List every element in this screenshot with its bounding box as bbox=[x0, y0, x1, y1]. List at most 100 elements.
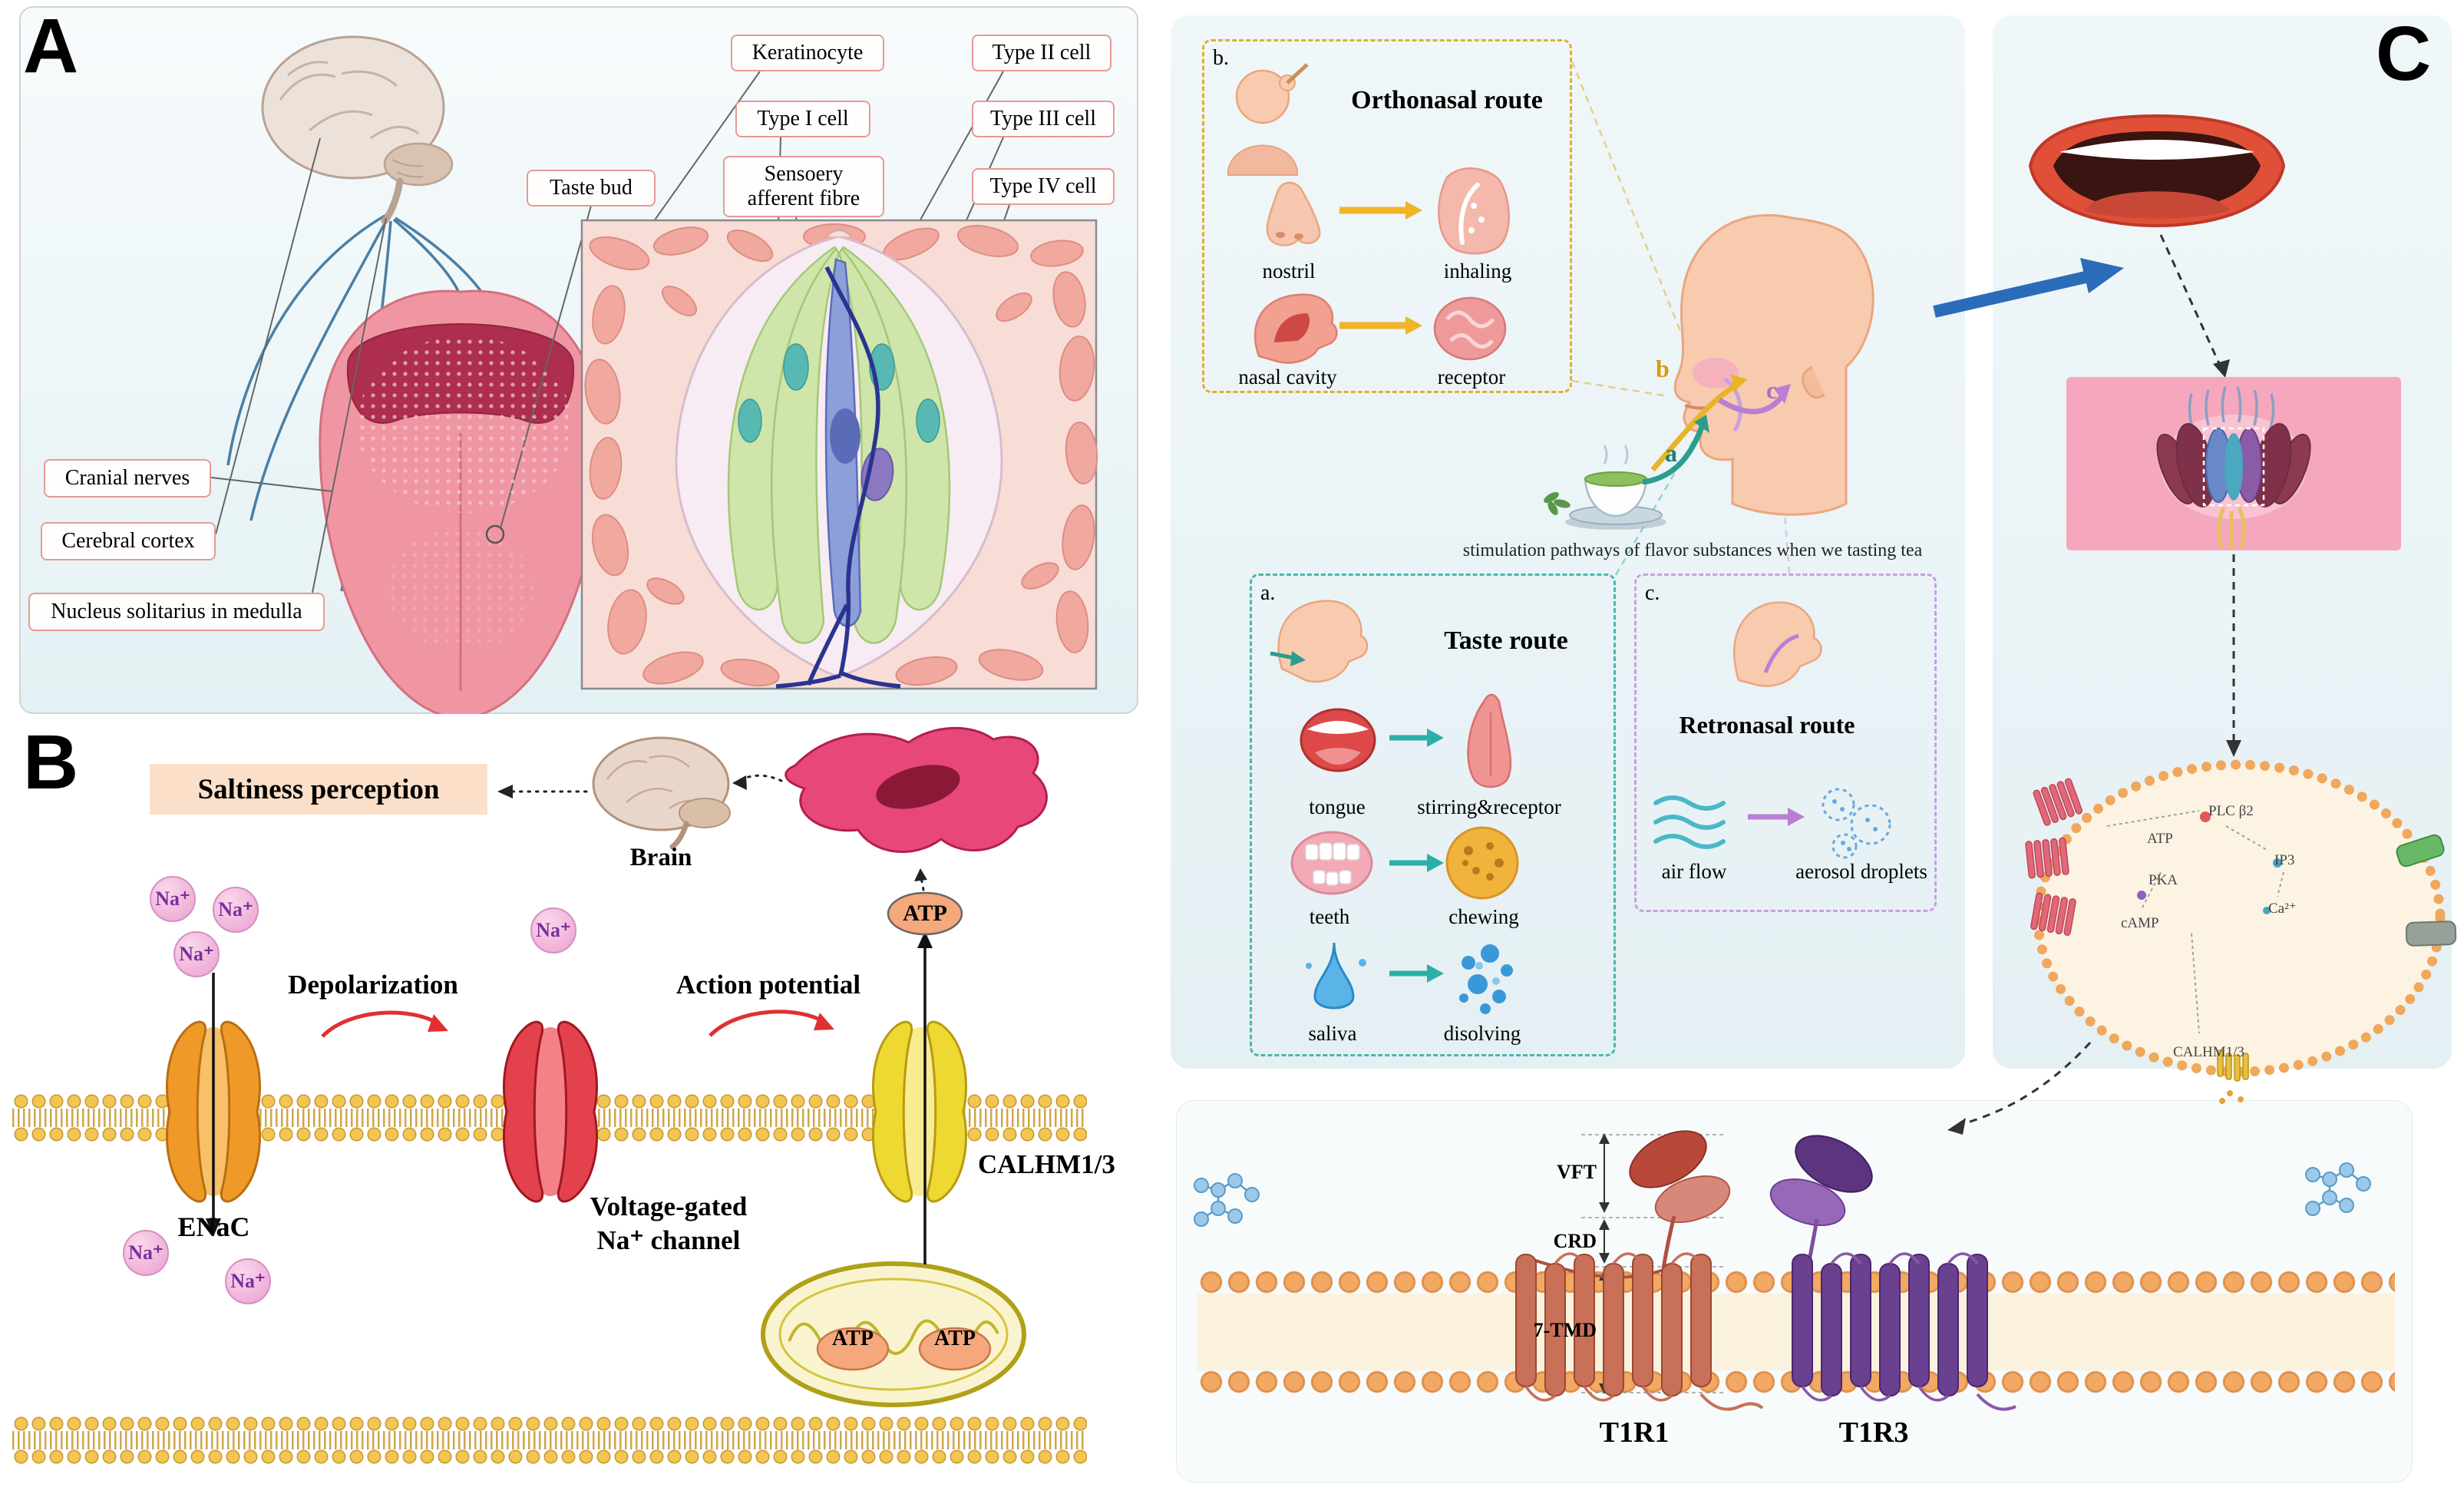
na-ion: Na⁺ bbox=[150, 876, 196, 922]
callout-taste-bud: Taste bud bbox=[527, 170, 656, 207]
mito-atp-label: ATP bbox=[934, 1327, 976, 1350]
t1r3-tmd bbox=[1792, 1252, 2016, 1411]
pathways-caption: stimulation pathways of flavor substance… bbox=[1462, 540, 1923, 560]
cell-calhm-label: CALHM1/3 bbox=[2173, 1044, 2244, 1060]
retronasal-arrow bbox=[1748, 808, 1805, 826]
ca-label: Ca²⁺ bbox=[2268, 901, 2297, 917]
callout-type1-label: Type I cell bbox=[757, 106, 849, 131]
panel-c-letter: C bbox=[2376, 11, 2432, 97]
orthonasal-title: Orthonasal route bbox=[1351, 86, 1543, 114]
cell-channel-green bbox=[2396, 834, 2445, 868]
na-ion: Na⁺ bbox=[123, 1230, 169, 1276]
chewing-icon bbox=[1445, 826, 1519, 900]
na-ion-label: Na⁺ bbox=[218, 898, 253, 921]
plc-label: PLC β2 bbox=[2208, 803, 2254, 819]
orthonasal-box bbox=[1202, 39, 1572, 393]
callout-type4: Type IV cell bbox=[972, 168, 1115, 205]
na-ion: Na⁺ bbox=[173, 931, 220, 977]
stirring-receptor-icon bbox=[1467, 693, 1512, 788]
taste-route-title: Taste route bbox=[1444, 626, 1568, 655]
callout-sensory-fibre: Sensoery afferent fibre bbox=[723, 156, 884, 217]
taste-bud-panel bbox=[2066, 377, 2401, 550]
callout-cranial-nerves: Cranial nerves bbox=[44, 459, 211, 497]
calhm-label: CALHM1/3 bbox=[978, 1149, 1115, 1179]
tea-leaves bbox=[1544, 492, 1571, 516]
aerosol-droplets-label: aerosol droplets bbox=[1795, 860, 1927, 883]
red-arrowheads bbox=[428, 1013, 834, 1032]
chewing-label: chewing bbox=[1448, 905, 1519, 928]
na-ion: Na⁺ bbox=[213, 887, 259, 933]
panel-b: B Saltiness perception Brain Na⁺ Na⁺ Na⁺… bbox=[12, 718, 1115, 1493]
depolarization-arrow bbox=[321, 1010, 827, 1038]
throat-icon bbox=[1733, 601, 1822, 687]
brain-label: Brain bbox=[629, 844, 692, 871]
nasal-cavity-label: nasal cavity bbox=[1238, 365, 1337, 388]
t1r1-label: T1R1 bbox=[1599, 1416, 1670, 1449]
cell-receptors bbox=[2025, 778, 2083, 936]
afferent-nerve-fibre bbox=[775, 266, 901, 689]
callout-taste-bud-label: Taste bud bbox=[550, 175, 633, 200]
panel-c-artwork bbox=[1193, 61, 2457, 1411]
na-ion-label: Na⁺ bbox=[536, 919, 571, 941]
saliva-label: saliva bbox=[1308, 1022, 1357, 1045]
voltage-gated-na-channel bbox=[502, 1020, 599, 1203]
glycan-left bbox=[1193, 1172, 1260, 1228]
t1r1-vft bbox=[1629, 1130, 1731, 1269]
bud-zoom-rect bbox=[2202, 427, 2265, 507]
callout-type4-label: Type IV cell bbox=[989, 174, 1097, 198]
callout-keratinocyte: Keratinocyte bbox=[731, 35, 884, 71]
route-letter-c: c bbox=[1766, 376, 1778, 404]
retronasal-title: Retronasal route bbox=[1679, 711, 1855, 739]
camp-label: cAMP bbox=[2121, 915, 2159, 931]
stirring-receptor-label: stirring&receptor bbox=[1417, 795, 1561, 818]
mouth-profile-icon bbox=[1270, 600, 1369, 683]
taste-bud-inset bbox=[580, 219, 1098, 690]
teeth-label: teeth bbox=[1309, 905, 1350, 928]
dissolving-label: disolving bbox=[1443, 1022, 1521, 1045]
tmd-label: 7-TMD bbox=[1533, 1319, 1597, 1341]
t1r3-label: T1R3 bbox=[1838, 1416, 1909, 1449]
action-potential-label: Action potential bbox=[675, 970, 861, 1000]
blue-arrow bbox=[1933, 258, 2124, 318]
air-flow-label: air flow bbox=[1661, 860, 1727, 883]
teeth-icon bbox=[1290, 831, 1373, 895]
nostril-label: nostril bbox=[1262, 259, 1316, 283]
callout-type2: Type II cell bbox=[972, 35, 1111, 71]
route-letter-a: a bbox=[1665, 439, 1677, 467]
enac-label: ENaC bbox=[177, 1211, 250, 1242]
column-connectors bbox=[1962, 234, 2235, 1125]
lower-membrane bbox=[12, 1415, 1087, 1466]
mitochondria bbox=[761, 1261, 1026, 1407]
dissolving-icon bbox=[1459, 944, 1513, 1014]
tongue-icon bbox=[1300, 708, 1376, 772]
panel-b-artwork bbox=[165, 726, 1048, 1407]
atp-vesicle-label: ATP bbox=[903, 901, 947, 926]
panel-a: A Taste bud Keratinocyte Type I cell Sen… bbox=[19, 6, 1138, 714]
ip3-label: IP3 bbox=[2274, 852, 2295, 868]
sniffing-person-icon bbox=[1227, 63, 1309, 176]
taste-route-box bbox=[1250, 573, 1616, 1056]
glycan-right bbox=[2304, 1162, 2372, 1217]
na-ion: Na⁺ bbox=[225, 1258, 271, 1304]
voltage-gated-label-line2: Na⁺ channel bbox=[596, 1225, 741, 1255]
tongue-label: tongue bbox=[1309, 795, 1366, 818]
pka-label: PKA bbox=[2149, 872, 2178, 888]
callout-cerebral-cortex: Cerebral cortex bbox=[41, 522, 216, 560]
bud-nerves bbox=[2217, 507, 2246, 550]
released-atp-dots bbox=[2219, 1090, 2244, 1104]
callout-nucleus-solitarius-label: Nucleus solitarius in medulla bbox=[51, 599, 302, 623]
route-letter-b: b bbox=[1656, 355, 1670, 382]
epithelial-cells bbox=[584, 223, 1098, 687]
callout-keratinocyte-label: Keratinocyte bbox=[751, 40, 864, 64]
mito-atp-label: ATP bbox=[832, 1327, 874, 1350]
receptor-icon bbox=[1433, 296, 1507, 361]
column-connector-arrowheads bbox=[1947, 359, 2241, 1135]
saltiness-perception-label: Saltiness perception bbox=[197, 773, 440, 805]
retronasal-box bbox=[1634, 573, 1937, 912]
voltage-gated-label: Voltage-gated Na⁺ channel bbox=[550, 1190, 788, 1258]
callout-nucleus-solitarius: Nucleus solitarius in medulla bbox=[28, 593, 325, 631]
cell-calhm-channel bbox=[2217, 1049, 2249, 1082]
atp-vesicle bbox=[887, 891, 963, 936]
callout-cranial-nerves-label: Cranial nerves bbox=[64, 465, 190, 490]
callout-type3: Type III cell bbox=[972, 101, 1115, 137]
